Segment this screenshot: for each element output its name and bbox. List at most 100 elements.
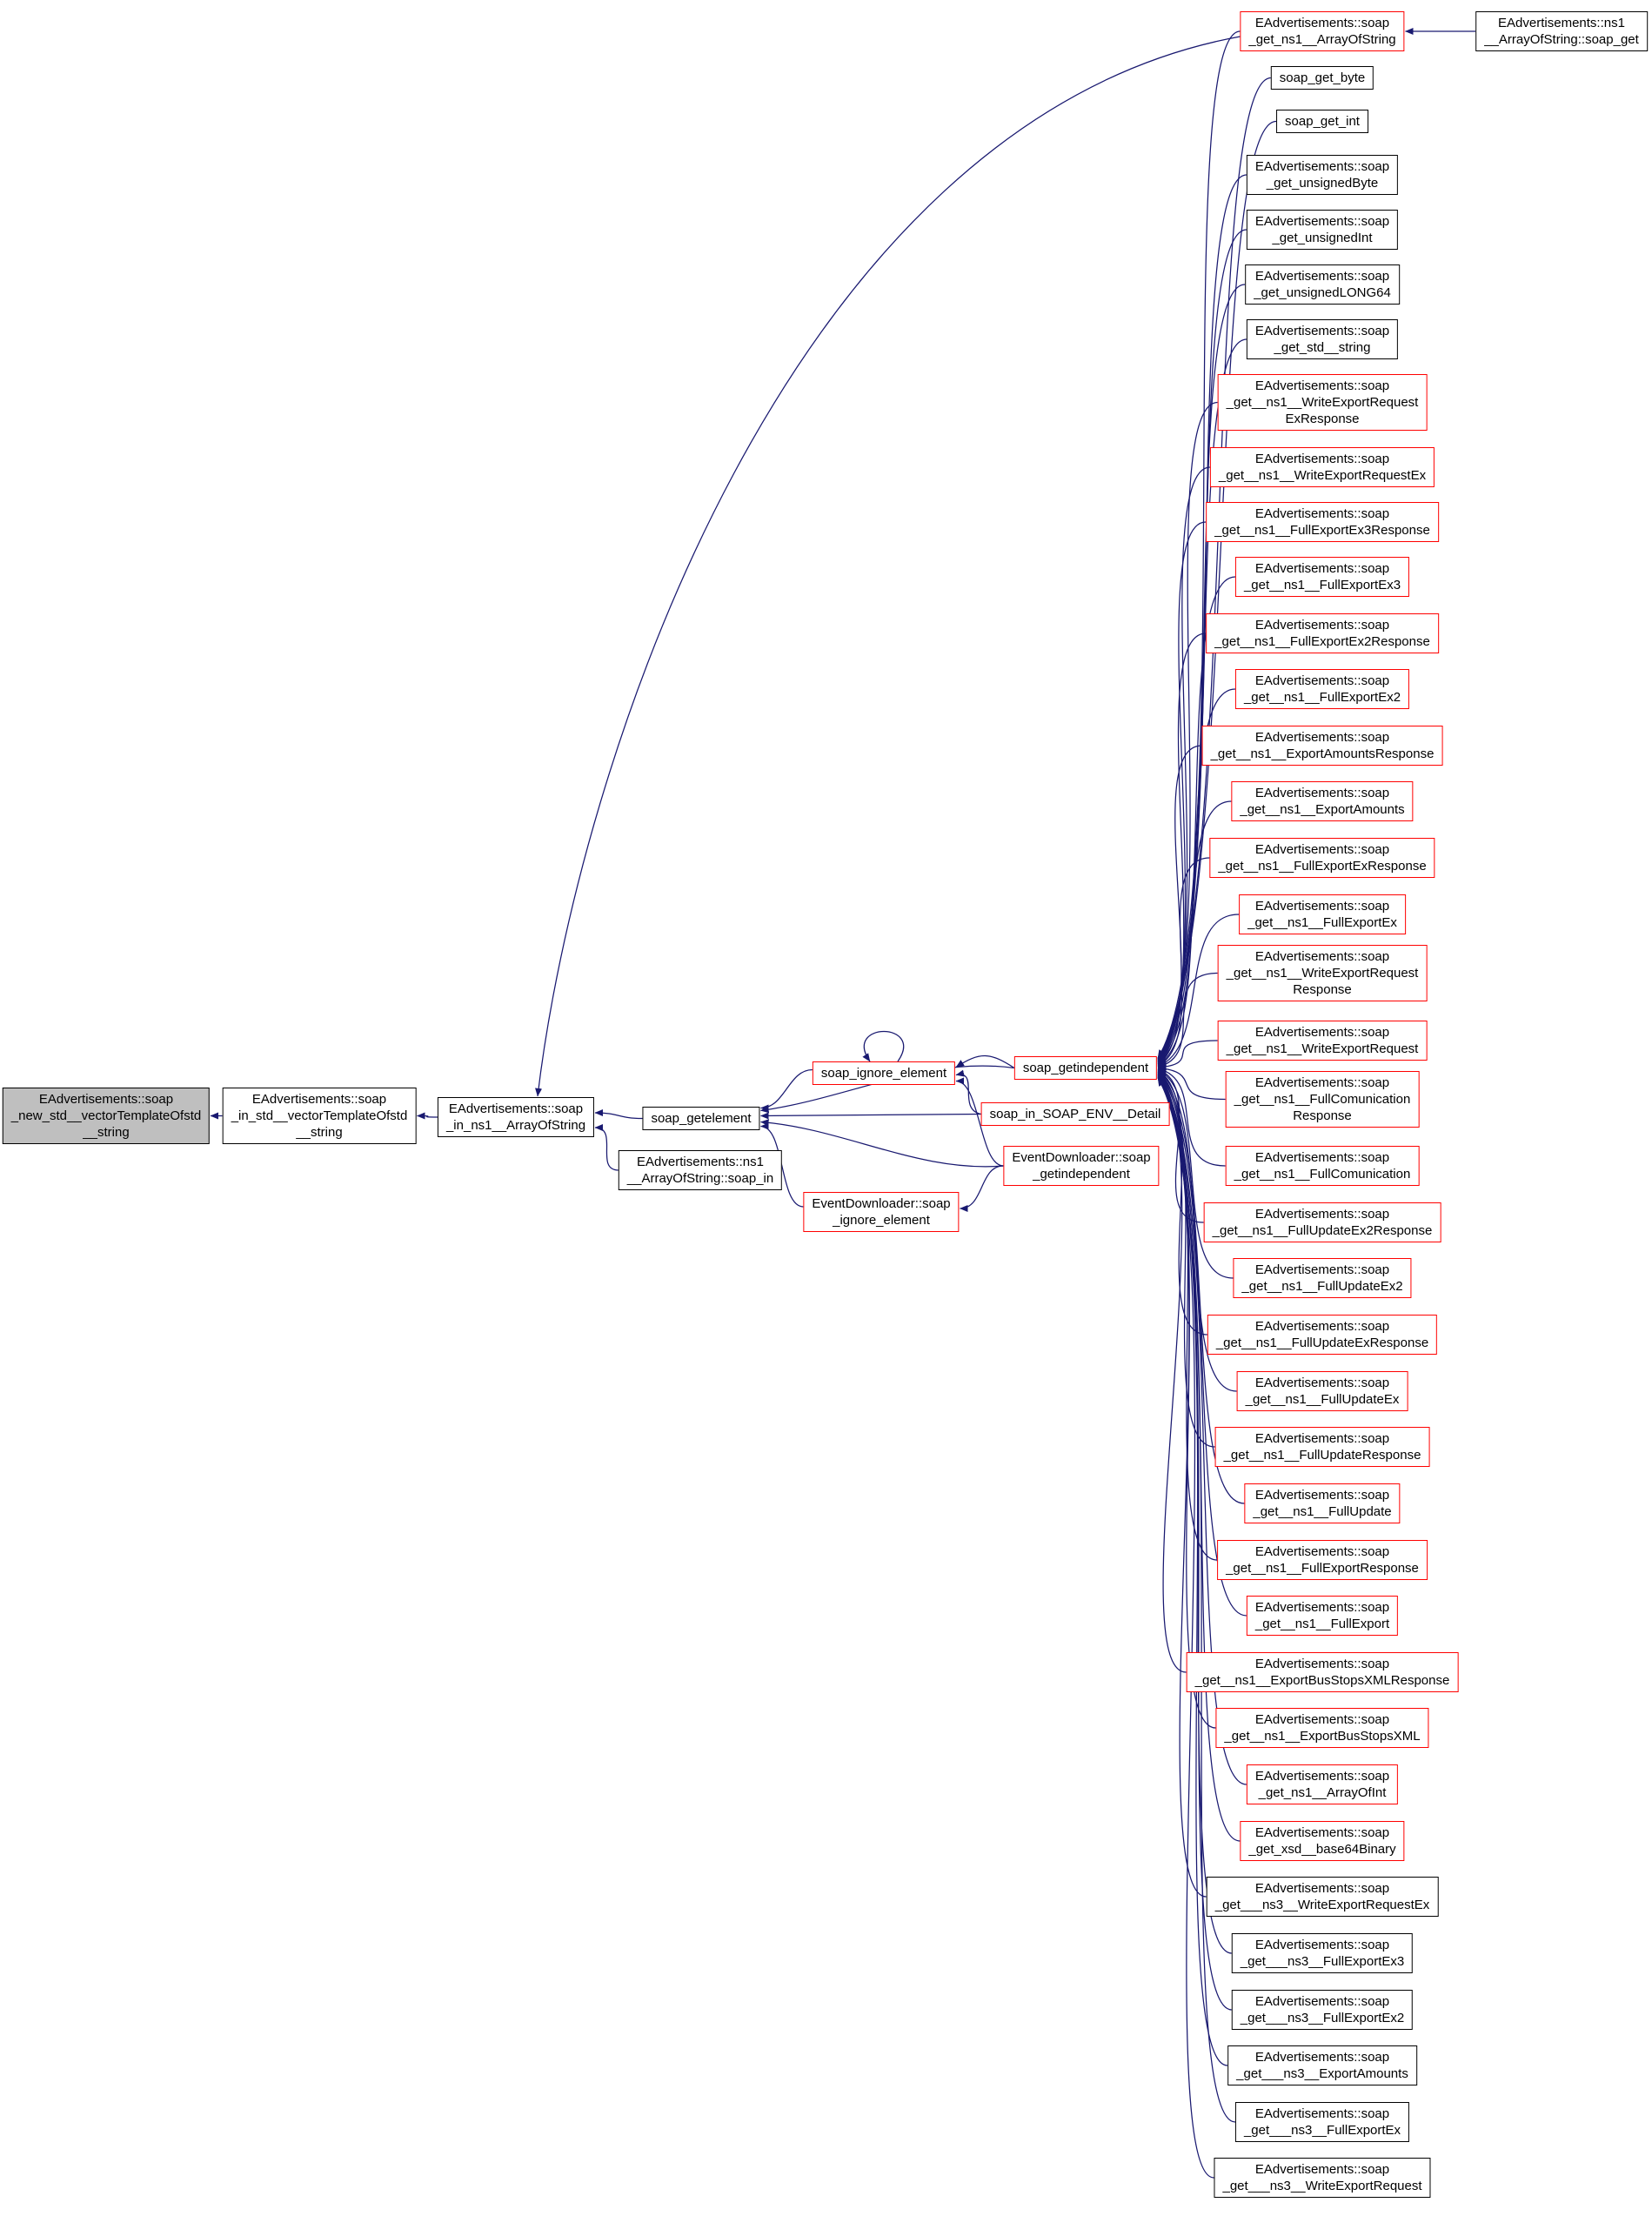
- graph-node-r28[interactable]: EAdvertisements::soap_get__ns1__FullExpo…: [1217, 1540, 1428, 1580]
- graph-node-ignore[interactable]: soap_ignore_element: [812, 1061, 956, 1085]
- graph-node-r35[interactable]: EAdvertisements::soap_get___ns3__FullExp…: [1231, 1933, 1414, 1973]
- node-label-line: _in_std__vectorTemplateOfstd: [231, 1108, 408, 1123]
- node-label-line: EAdvertisements::soap: [1254, 269, 1390, 284]
- graph-node-env_detail[interactable]: soap_in_SOAP_ENV__Detail: [980, 1102, 1170, 1126]
- graph-node-r34[interactable]: EAdvertisements::soap_get___ns3__WriteEx…: [1206, 1877, 1439, 1917]
- node-label-line: EAdvertisements::soap: [1254, 2050, 1390, 2065]
- graph-node-r19[interactable]: EAdvertisements::soap_get__ns1__WriteExp…: [1217, 1021, 1428, 1061]
- node-label-line: EAdvertisements::soap: [1254, 1376, 1390, 1390]
- graph-node-r17[interactable]: EAdvertisements::soap_get__ns1__FullExpo…: [1239, 894, 1406, 934]
- graph-node-r33[interactable]: EAdvertisements::soap_get_xsd__base64Bin…: [1240, 1821, 1405, 1861]
- node-label-line: _get__ns1__FullExport: [1254, 1617, 1390, 1631]
- node-label-line: _get__ns1__FullUpdateResponse: [1223, 1448, 1421, 1463]
- graph-node-r11[interactable]: EAdvertisements::soap_get__ns1__FullExpo…: [1234, 557, 1410, 597]
- graph-node-in_ns1[interactable]: EAdvertisements::soap_in_ns1__ArrayOfStr…: [437, 1097, 595, 1137]
- node-label-line: _get___ns3__WriteExportRequestEx: [1214, 1898, 1430, 1912]
- node-label-line: EAdvertisements::soap: [38, 1092, 174, 1107]
- call-edge: [1157, 1074, 1247, 1785]
- graph-node-r16[interactable]: EAdvertisements::soap_get__ns1__FullExpo…: [1209, 838, 1435, 878]
- graph-node-getelement[interactable]: soap_getelement: [642, 1107, 760, 1130]
- graph-node-r10[interactable]: EAdvertisements::soap_get__ns1__FullExpo…: [1206, 502, 1439, 542]
- graph-node-r20[interactable]: EAdvertisements::soap_get__ns1__FullComu…: [1225, 1071, 1420, 1128]
- call-edge: [417, 1112, 438, 1120]
- node-label-line: ExResponse: [1285, 412, 1360, 426]
- node-label-line: Response: [1293, 1108, 1352, 1123]
- graph-node-r01[interactable]: EAdvertisements::soap_get_ns1__ArrayOfSt…: [1240, 11, 1405, 51]
- node-label-line: EAdvertisements::soap: [1254, 1488, 1390, 1503]
- graph-node-r26[interactable]: EAdvertisements::soap_get__ns1__FullUpda…: [1214, 1427, 1430, 1467]
- graph-node-ev_getindep[interactable]: EventDownloader::soap_getindependent: [1003, 1146, 1160, 1186]
- call-edge: [1157, 1072, 1247, 1617]
- graph-node-getindep[interactable]: soap_getindependent: [1013, 1056, 1158, 1080]
- call-edge: [1157, 1071, 1218, 1561]
- node-label-line: EAdvertisements::soap: [1254, 1431, 1390, 1446]
- node-label-line: _get__ns1__WriteExportRequest: [1226, 966, 1419, 981]
- graph-node-r14[interactable]: EAdvertisements::soap_get__ns1__ExportAm…: [1201, 726, 1443, 766]
- node-label-line: __ArrayOfString::soap_in: [626, 1171, 774, 1186]
- graph-node-r13[interactable]: EAdvertisements::soap_get__ns1__FullExpo…: [1234, 669, 1410, 709]
- node-label-line: EAdvertisements::ns1: [1498, 16, 1625, 30]
- graph-node-r22[interactable]: EAdvertisements::soap_get__ns1__FullUpda…: [1203, 1202, 1441, 1242]
- call-edge: [1157, 521, 1207, 1063]
- graph-node-r06[interactable]: EAdvertisements::soap_get_unsignedLONG64: [1245, 264, 1400, 305]
- node-label-line: _get___ns3__FullExportEx3: [1240, 1954, 1405, 1969]
- call-edge: [1157, 972, 1218, 1069]
- graph-node-r02[interactable]: soap_get_byte: [1270, 66, 1374, 90]
- graph-node-r23[interactable]: EAdvertisements::soap_get__ns1__FullUpda…: [1233, 1258, 1412, 1298]
- graph-node-r18[interactable]: EAdvertisements::soap_get__ns1__WriteExp…: [1217, 945, 1428, 1001]
- node-label-line: _get_ns1__ArrayOfString: [1248, 32, 1396, 47]
- graph-node-r04[interactable]: EAdvertisements::soap_get_unsignedByte: [1246, 155, 1399, 195]
- call-edge: [1157, 914, 1240, 1068]
- node-label-line: soap_ignore_element: [820, 1066, 947, 1081]
- graph-node-r30[interactable]: EAdvertisements::soap_get__ns1__ExportBu…: [1186, 1652, 1459, 1692]
- graph-node-r38[interactable]: EAdvertisements::soap_get___ns3__FullExp…: [1234, 2102, 1410, 2142]
- graph-node-arr_soap_get[interactable]: EAdvertisements::ns1__ArrayOfString::soa…: [1475, 11, 1648, 51]
- graph-node-main: EAdvertisements::soap_new_std__vectorTem…: [2, 1088, 211, 1144]
- graph-node-r27[interactable]: EAdvertisements::soap_get__ns1__FullUpda…: [1244, 1483, 1401, 1523]
- node-label-line: _get__ns1__FullComunication: [1234, 1092, 1411, 1107]
- call-edge: [955, 1077, 1004, 1167]
- graph-node-r05[interactable]: EAdvertisements::soap_get_unsignedInt: [1246, 210, 1399, 250]
- call-edge: [1157, 1067, 1226, 1167]
- graph-node-r31[interactable]: EAdvertisements::soap_get__ns1__ExportBu…: [1215, 1708, 1429, 1748]
- call-edge: [955, 1069, 981, 1115]
- graph-node-r37[interactable]: EAdvertisements::soap_get___ns3__ExportA…: [1227, 2045, 1417, 2085]
- call-edge: [1157, 284, 1246, 1061]
- graph-node-arr_soap_in[interactable]: EAdvertisements::ns1__ArrayOfString::soa…: [618, 1150, 783, 1190]
- node-label-line: EAdvertisements::soap: [448, 1101, 584, 1116]
- graph-node-r25[interactable]: EAdvertisements::soap_get__ns1__FullUpda…: [1236, 1371, 1408, 1411]
- graph-node-r39[interactable]: EAdvertisements::soap_get___ns3__WriteEx…: [1214, 2158, 1431, 2198]
- graph-node-r29[interactable]: EAdvertisements::soap_get__ns1__FullExpo…: [1246, 1596, 1399, 1636]
- graph-node-r07[interactable]: EAdvertisements::soap_get_std__string: [1246, 319, 1399, 359]
- call-edge: [1157, 688, 1236, 1065]
- call-edge: [1157, 857, 1210, 1067]
- node-label-line: _get__ns1__FullExportEx2Response: [1214, 634, 1430, 649]
- call-edge: [1157, 1040, 1218, 1071]
- node-label-line: _get__ns1__FullExportEx: [1247, 915, 1397, 930]
- node-label-line: EAdvertisements::ns1: [637, 1155, 764, 1169]
- node-label-line: _get___ns3__ExportAmounts: [1236, 2066, 1408, 2081]
- node-label-line: EAdvertisements::soap: [1254, 842, 1390, 857]
- node-label-line: _get__ns1__FullComunication: [1234, 1167, 1411, 1182]
- graph-node-r36[interactable]: EAdvertisements::soap_get___ns3__FullExp…: [1231, 1990, 1414, 2030]
- call-edge: [1157, 1068, 1234, 1279]
- call-edge: [1157, 1077, 1236, 2123]
- graph-node-r03[interactable]: soap_get_int: [1276, 110, 1368, 133]
- node-label-line: EAdvertisements::soap: [1254, 378, 1390, 393]
- graph-node-r08[interactable]: EAdvertisements::soap_get__ns1__WriteExp…: [1217, 374, 1428, 431]
- graph-node-r15[interactable]: EAdvertisements::soap_get__ns1__ExportAm…: [1231, 781, 1414, 821]
- graph-node-r09[interactable]: EAdvertisements::soap_get__ns1__WriteExp…: [1209, 447, 1435, 487]
- graph-node-r21[interactable]: EAdvertisements::soap_get__ns1__FullComu…: [1225, 1146, 1420, 1186]
- node-label-line: _get_xsd__base64Binary: [1248, 1842, 1396, 1857]
- node-label-line: _get__ns1__FullUpdate: [1253, 1504, 1392, 1519]
- graph-node-r12[interactable]: EAdvertisements::soap_get__ns1__FullExpo…: [1206, 613, 1439, 653]
- graph-node-r24[interactable]: EAdvertisements::soap_get__ns1__FullUpda…: [1207, 1315, 1438, 1355]
- graph-node-r32[interactable]: EAdvertisements::soap_get_ns1__ArrayOfIn…: [1246, 1764, 1399, 1804]
- graph-node-in_std[interactable]: EAdvertisements::soap_in_std__vectorTemp…: [222, 1088, 417, 1144]
- node-label-line: _ignore_element: [833, 1213, 930, 1228]
- node-label-line: _get__ns1__ExportBusStopsXML: [1224, 1729, 1421, 1744]
- graph-node-ev_ignore[interactable]: EventDownloader::soap_ignore_element: [803, 1192, 960, 1232]
- node-label-line: EventDownloader::soap: [812, 1196, 951, 1211]
- node-label-line: EAdvertisements::soap: [1254, 452, 1390, 466]
